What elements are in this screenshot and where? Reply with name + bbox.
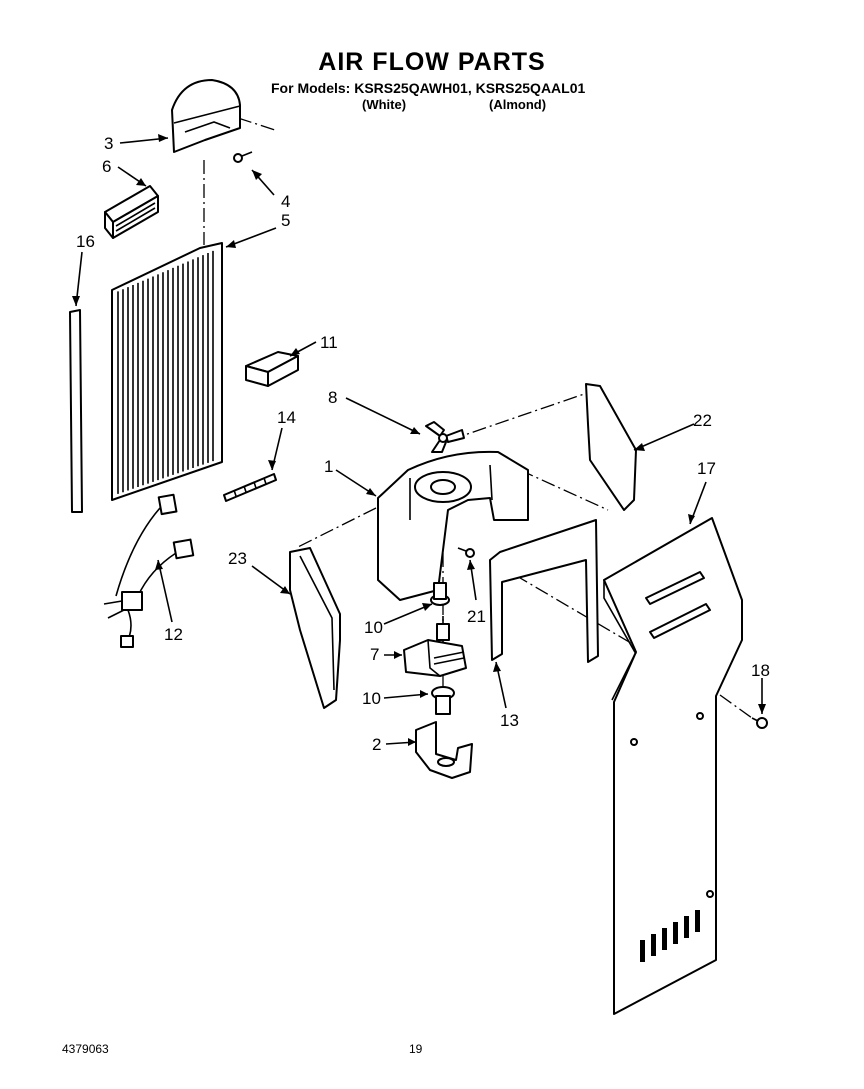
callout-8: 8	[328, 388, 337, 407]
callout-4: 4	[281, 192, 290, 211]
part-14-thermistor	[223, 473, 277, 502]
duct-vent-slot	[673, 922, 678, 944]
variant-almond-label: (Almond)	[489, 97, 547, 112]
part-10-grommet-upper	[430, 582, 450, 606]
document-number: 4379063	[62, 1042, 109, 1056]
part-22-baffle	[585, 383, 637, 511]
part-17-air-duct	[603, 517, 743, 1015]
part-7-fan-motor	[403, 616, 467, 677]
callout-13: 13	[500, 711, 519, 730]
callout-7: 7	[370, 645, 379, 664]
models-line: For Models: KSRS25QAWH01, KSRS25QAAL01	[271, 80, 586, 96]
part-5-evaporator-cover	[111, 242, 223, 501]
page-number: 19	[409, 1042, 423, 1056]
callout-5: 5	[281, 211, 290, 230]
page-title: AIR FLOW PARTS	[318, 48, 546, 76]
part-3-duct-cap	[171, 79, 241, 153]
part-1-fan-housing	[377, 450, 529, 601]
callout-14: 14	[277, 408, 296, 427]
callout-12: 12	[164, 625, 183, 644]
variant-white-label: (White)	[362, 97, 407, 112]
callout-11: 11	[320, 333, 338, 352]
part-6-grille	[104, 185, 159, 239]
part-12-wiring-harness	[103, 493, 195, 648]
callout-1: 1	[324, 457, 333, 476]
duct-vent-slot	[651, 934, 656, 956]
part-18-screw	[751, 717, 768, 729]
part-21-screw	[457, 547, 475, 558]
part-23-side-baffle	[289, 547, 341, 709]
callout-18: 18	[751, 661, 770, 680]
callout-6: 6	[102, 157, 111, 176]
callout-22: 22	[693, 411, 712, 430]
callout-21: 21	[467, 607, 486, 626]
part-16-seal-strip	[69, 309, 83, 513]
part-8-fan-blade	[425, 421, 465, 453]
part-2-motor-bracket	[415, 721, 473, 779]
part-4-screw	[233, 151, 253, 163]
part-13-gasket	[489, 519, 599, 663]
part-10-grommet-lower	[431, 686, 455, 715]
callout-23: 23	[228, 549, 247, 568]
callout-17: 17	[697, 459, 716, 478]
callout-2: 2	[372, 735, 381, 754]
duct-vent-slot	[640, 940, 645, 962]
duct-vent-slot	[695, 910, 700, 932]
callout-10b: 10	[362, 689, 381, 708]
callout-3: 3	[104, 134, 113, 153]
duct-vent-slot	[662, 928, 667, 950]
part-11-damper-bracket	[245, 351, 299, 387]
leader-lines	[72, 134, 766, 746]
callout-labels: 3 6 4 5 16 11 8 22 14 1 17 23 10 21 12 7…	[76, 134, 770, 754]
callout-16: 16	[76, 232, 95, 251]
callout-10a: 10	[364, 618, 383, 637]
duct-vent-slot	[684, 916, 689, 938]
